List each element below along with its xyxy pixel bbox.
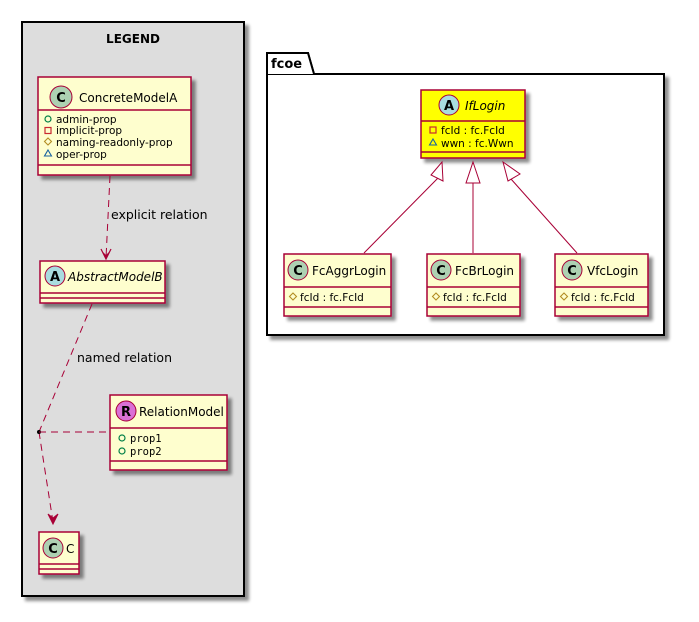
public-visibility-icon [44,115,52,123]
private-visibility-icon [429,126,437,134]
svg-text:prop1: prop1 [130,433,162,445]
svg-text:prop2: prop2 [130,446,162,458]
class-iflogin[interactable]: A IfLogin fcId : fc.FcId wwn : fc.Wwn [420,89,526,159]
class-fcbrlogin[interactable]: C FcBrLogin fcId : fc.FcId [426,253,521,317]
class-name: FcBrLogin [455,264,514,278]
attribute-prop1: prop1 [118,433,162,445]
attribute-implicit-prop: implicit-prop [44,125,122,137]
svg-text:fcId : fc.FcId: fcId : fc.FcId [443,292,507,304]
arrow-head-icon [47,513,59,526]
class-stereotype-icon: C [42,537,64,559]
inheritance-arrow-icon [465,160,481,184]
attribute-admin-prop: admin-prop [44,114,117,126]
svg-text:A: A [50,270,60,285]
svg-text:admin-prop: admin-prop [56,114,117,126]
legend-title: LEGEND [106,32,160,46]
attribute-fcid: fcId : fc.FcId [559,292,635,304]
svg-text:oper-prop: oper-prop [56,149,107,161]
package-visibility-icon [43,148,53,157]
class-vfclogin[interactable]: C VfcLogin fcId : fc.FcId [554,253,649,317]
relation-stereotype-icon: R [115,400,137,422]
class-name: C [66,542,74,556]
svg-text:fcId : fc.FcId: fcId : fc.FcId [571,292,635,304]
class-abstract-model-b[interactable]: A AbstractModelB [39,260,166,304]
class-stereotype-icon: C [430,259,452,281]
svg-text:fcId : fc.FcId: fcId : fc.FcId [300,292,364,304]
class-stereotype-icon: C [287,259,309,281]
svg-text:A: A [444,99,454,114]
attribute-fcid: fcId : fc.FcId [431,292,507,304]
class-name: ConcreteModelA [79,91,178,105]
abstract-stereotype-icon: A [438,94,460,116]
svg-text:implicit-prop: implicit-prop [56,125,122,137]
class-name: AbstractModelB [67,270,163,284]
inheritance-edges [363,160,578,254]
explicit-relation-edge: explicit relation [100,175,208,261]
attribute-fcid: fcId : fc.FcId [429,125,505,137]
svg-text:wwn : fc.Wwn: wwn : fc.Wwn [441,138,513,150]
class-fcaggrlogin[interactable]: C FcAggrLogin fcId : fc.FcId [283,253,392,317]
svg-text:fcId : fc.FcId: fcId : fc.FcId [441,125,505,137]
class-concrete-model-a[interactable]: C ConcreteModelA admin-prop implicit-pro… [37,76,192,176]
svg-text:C: C [293,264,303,279]
class-name: VfcLogin [587,264,638,278]
private-visibility-icon [44,126,52,135]
explicit-relation-label: explicit relation [111,207,208,222]
svg-text:C: C [567,264,577,279]
class-name: RelationModel [139,405,224,419]
attribute-fcid: fcId : fc.FcId [288,292,364,304]
class-name: IfLogin [465,99,505,113]
inheritance-arrow-icon [430,160,444,182]
svg-text:R: R [121,405,131,420]
package-name: fcoe [271,57,302,72]
public-visibility-icon [118,447,126,455]
attribute-naming-readonly-prop: naming-readonly-prop [43,137,173,149]
public-visibility-icon [118,434,126,442]
svg-text:C: C [48,542,58,557]
class-name: FcAggrLogin [312,264,386,278]
svg-text:naming-readonly-prop: naming-readonly-prop [56,137,173,149]
svg-text:C: C [436,264,446,279]
named-relation-edge: named relation [37,303,172,526]
attribute-wwn: wwn : fc.Wwn [428,137,513,150]
protected-visibility-icon [431,292,441,301]
protected-visibility-icon [43,137,53,146]
svg-text:C: C [56,91,66,106]
class-c[interactable]: C C [38,531,80,575]
class-relation-model[interactable]: R RelationModel prop1 prop2 [109,394,228,471]
protected-visibility-icon [288,292,298,301]
attribute-prop2: prop2 [118,446,162,458]
inheritance-arrow-icon [502,160,521,182]
protected-visibility-icon [559,292,569,301]
class-stereotype-icon: C [49,85,73,109]
abstract-stereotype-icon: A [44,265,66,287]
named-relation-label: named relation [77,350,172,365]
attribute-oper-prop: oper-prop [43,148,107,161]
package-visibility-icon [428,137,438,146]
class-stereotype-icon: C [561,259,583,281]
